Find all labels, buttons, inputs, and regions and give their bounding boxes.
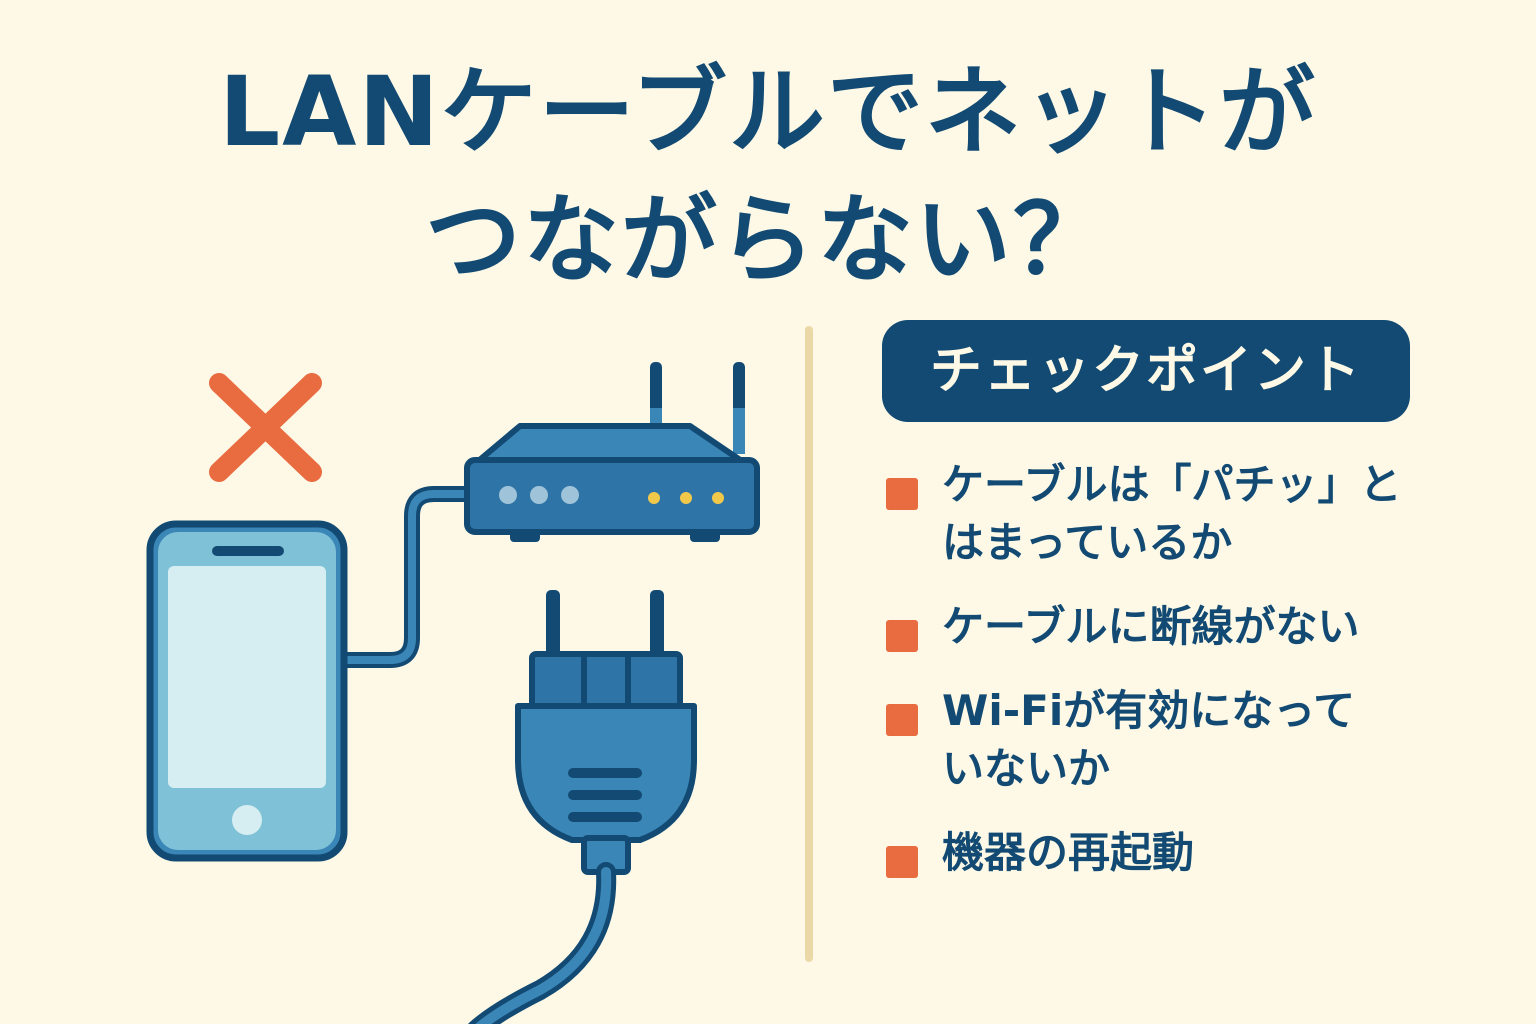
list-item-line: Wi-Fiが有効になって [942, 686, 1356, 735]
list-item-line: 機器の再起動 [942, 828, 1195, 877]
list-item-line: いないか [942, 744, 1111, 793]
square-bullet-icon [886, 846, 918, 878]
checkpoint-heading: チェックポイント [882, 320, 1410, 422]
square-bullet-icon [886, 478, 918, 510]
list-item-line: ケーブルは「パチッ」と [942, 460, 1402, 509]
x-mark-icon [209, 373, 322, 482]
smartphone-icon [146, 520, 348, 862]
square-bullet-icon [886, 620, 918, 652]
checkpoint-list: ケーブルは「パチッ」と はまっているか ケーブルに断線がない Wi-Fiが有効に… [884, 456, 1504, 908]
illustration [146, 362, 760, 1024]
list-item-line: ケーブルに断線がない [942, 602, 1360, 651]
title-line-1: LANケーブルでネットが [218, 56, 1318, 168]
list-item: 機器の再起動 [884, 824, 1504, 882]
square-bullet-icon [886, 704, 918, 736]
page-title: LANケーブルでネットが つながらない？ [0, 48, 1536, 304]
list-item: ケーブルは「パチッ」と はまっているか [884, 456, 1504, 572]
list-item-line: はまっているか [942, 518, 1233, 567]
power-plug-icon [468, 590, 697, 1024]
router-icon [464, 362, 760, 542]
lan-cable [332, 486, 480, 668]
list-item: ケーブルに断線がない [884, 598, 1504, 656]
title-line-2: つながらない？ [425, 184, 1111, 296]
vertical-divider [805, 326, 813, 962]
list-item: Wi-Fiが有効になって いないか [884, 682, 1504, 798]
